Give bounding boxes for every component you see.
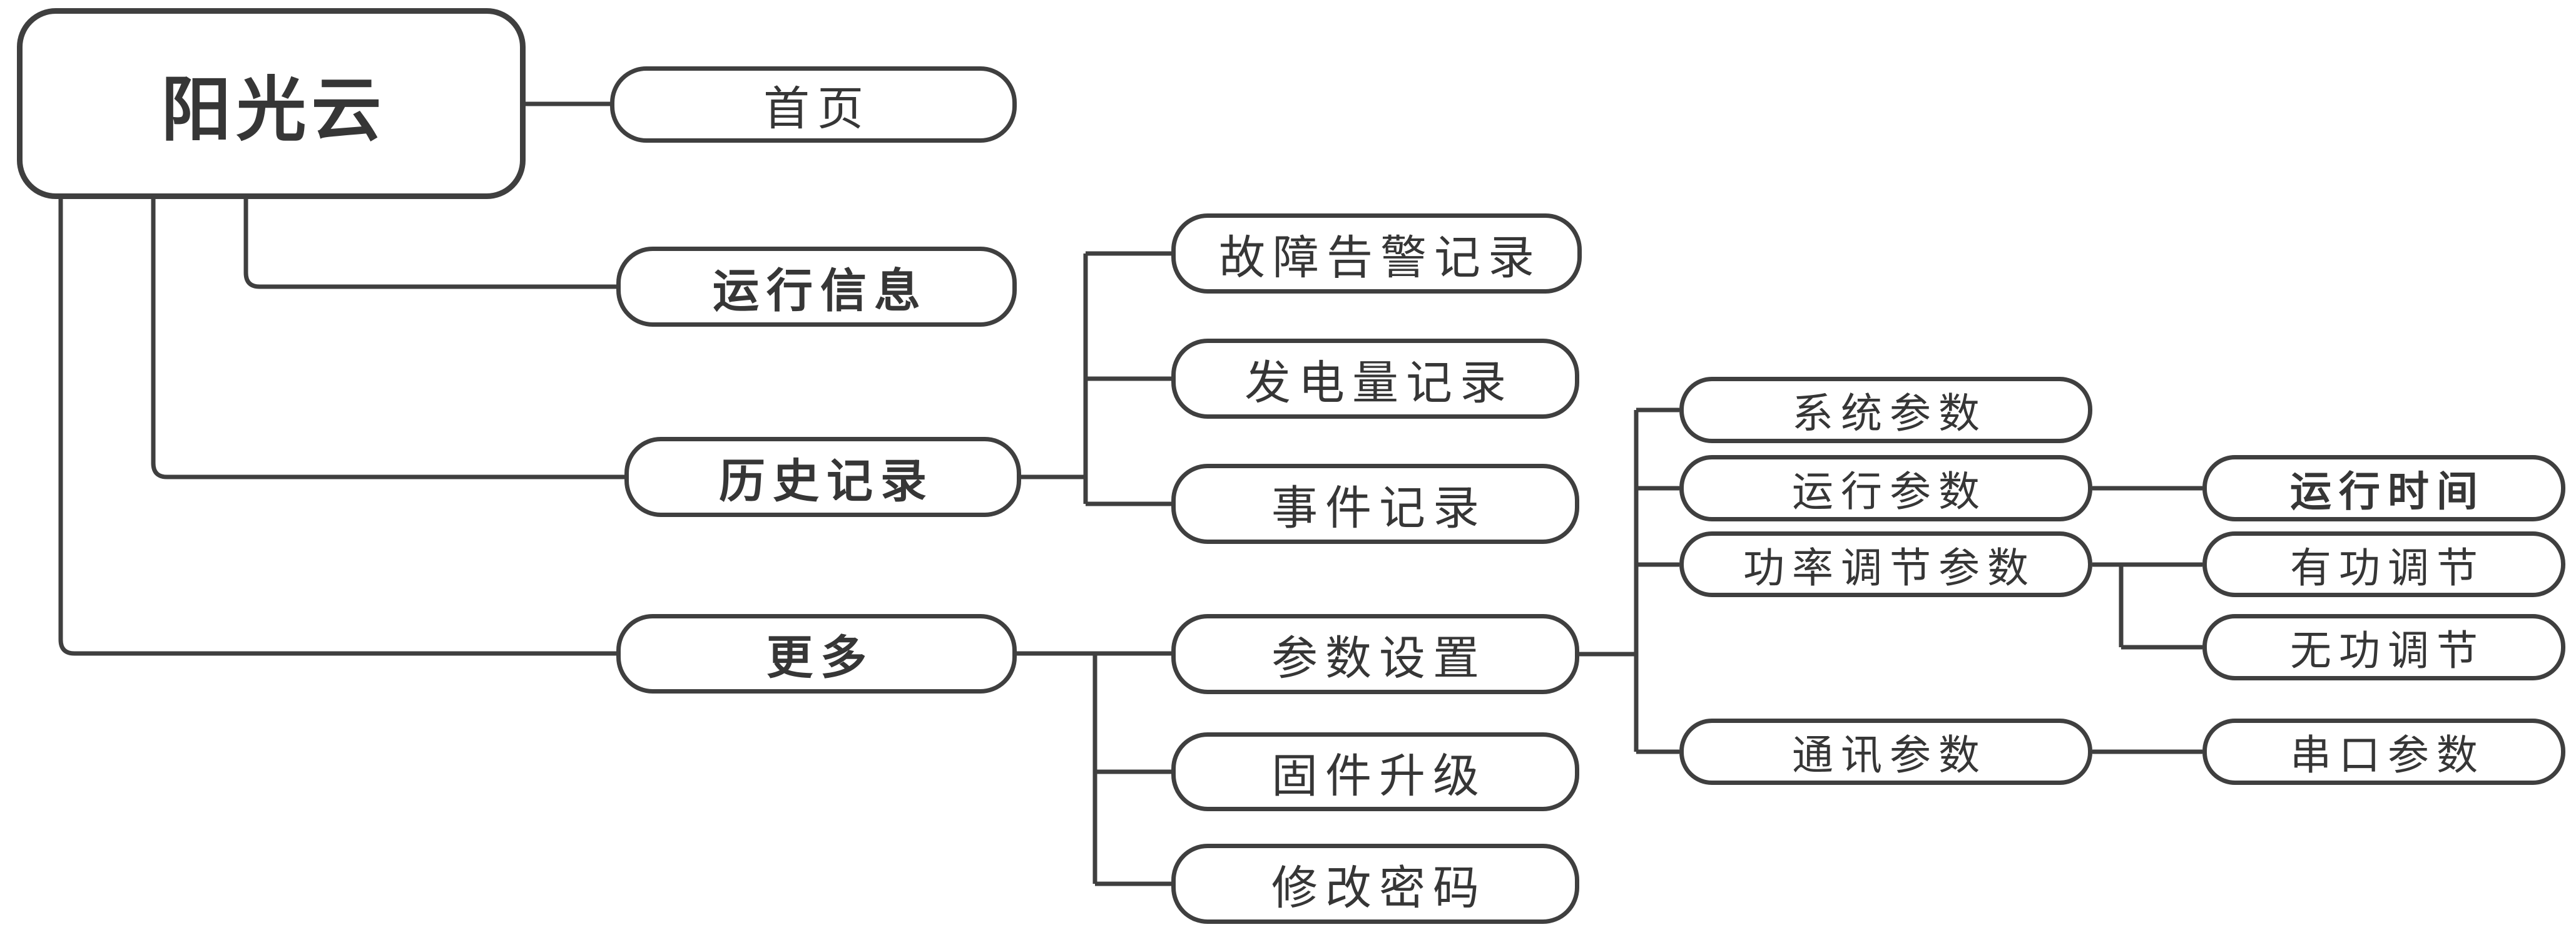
node-serial-port-parameters: 串口参数 — [2202, 719, 2565, 785]
node-run-info: 运行信息 — [616, 247, 1017, 327]
node-parameter-settings: 参数设置 — [1171, 614, 1579, 694]
connector-root-more — [58, 199, 616, 656]
node-active-power-regulation: 有功调节 — [2202, 531, 2565, 597]
node-firmware-upgrade: 固件升级 — [1171, 732, 1579, 811]
node-communication-parameters: 通讯参数 — [1679, 719, 2092, 785]
node-reactive-power-regulation: 无功调节 — [2202, 614, 2565, 680]
node-home: 首页 — [610, 66, 1017, 143]
connector-history-branch — [1021, 251, 1171, 506]
connector-more-branch — [1017, 651, 1171, 886]
node-history: 历史记录 — [624, 437, 1021, 517]
connector-param-branch — [1579, 407, 1679, 754]
connector-root-history — [151, 199, 624, 479]
connector-root-run-info — [243, 199, 616, 289]
node-system-parameters: 系统参数 — [1679, 377, 2092, 443]
node-fault-alarm-records: 故障告警记录 — [1171, 213, 1582, 294]
node-change-password: 修改密码 — [1171, 844, 1579, 924]
node-event-records: 事件记录 — [1171, 464, 1579, 544]
node-running-time: 运行时间 — [2202, 455, 2565, 521]
connector-powerreg-branch — [2092, 562, 2202, 650]
node-more: 更多 — [616, 614, 1017, 694]
node-power-regulation-parameters: 功率调节参数 — [1679, 531, 2092, 597]
node-root: 阳光云 — [17, 8, 526, 199]
node-operation-parameters: 运行参数 — [1679, 455, 2092, 521]
node-power-generation-records: 发电量记录 — [1171, 339, 1579, 419]
